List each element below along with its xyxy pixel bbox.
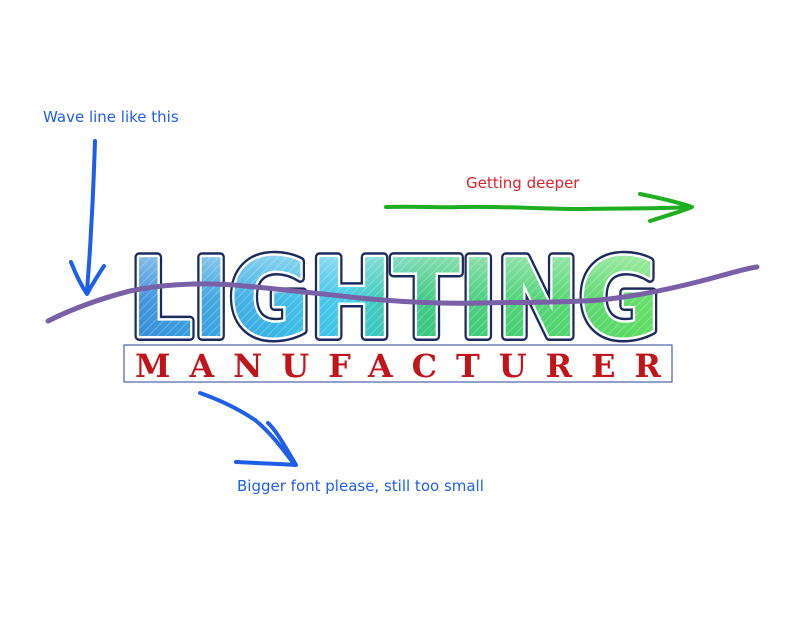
deeper-note-label: Getting deeper	[466, 174, 580, 192]
wave-note-label: Wave line like this	[43, 108, 179, 126]
green-arrow-right	[384, 192, 694, 223]
subtitle-frame	[123, 344, 673, 383]
blue-arrow-down	[69, 139, 106, 296]
purple-wave-line	[45, 264, 760, 324]
blue-curved-arrow	[198, 391, 298, 467]
font-note-label: Bigger font please, still too small	[237, 477, 484, 495]
